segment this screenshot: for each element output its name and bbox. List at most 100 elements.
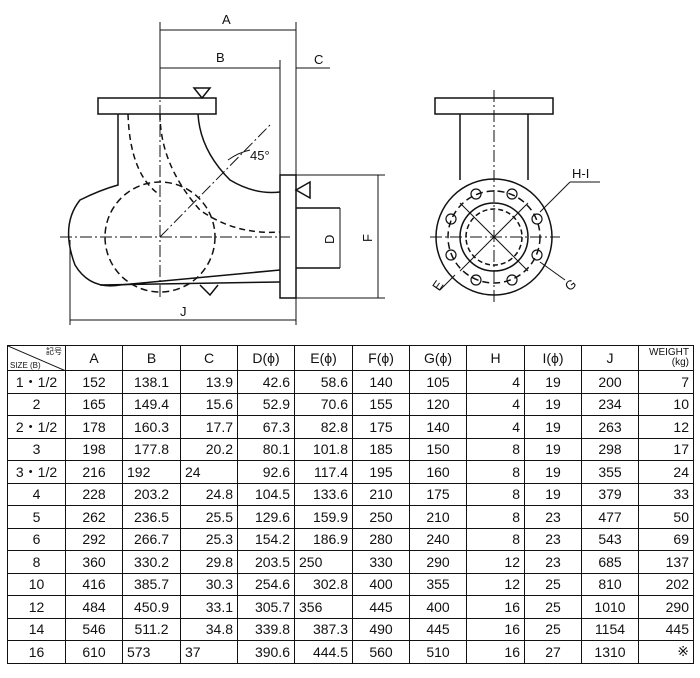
fitting-drawing: A B C 45° D F J H-I E G	[60, 12, 600, 325]
table-cell: 82.8	[294, 415, 353, 439]
table-cell: 25.3	[180, 527, 238, 551]
table-cell: 19	[524, 482, 582, 506]
dim-label-g: G	[562, 276, 579, 294]
table-cell: 280	[352, 527, 410, 551]
size-cell: 6	[7, 527, 66, 551]
size-cell: 8	[7, 550, 66, 574]
table-cell: 19	[524, 370, 582, 394]
table-cell: 52.9	[237, 392, 295, 416]
column-header: C	[180, 345, 238, 371]
dim-label-j: J	[180, 304, 187, 319]
column-header: E(ϕ)	[294, 345, 353, 371]
table-cell: 16	[466, 617, 525, 641]
dim-label-e: E	[429, 277, 446, 293]
table-cell: 140	[352, 370, 410, 394]
size-cell: 2・1/2	[7, 415, 66, 439]
table-cell: 10	[638, 392, 694, 416]
size-cell: 10	[7, 572, 66, 596]
table-cell: 19	[524, 415, 582, 439]
table-cell: 477	[581, 505, 639, 529]
table-cell: ※	[638, 640, 694, 664]
dim-label-c: C	[314, 52, 323, 67]
table-cell: 400	[352, 572, 410, 596]
table-cell: 250	[294, 550, 353, 574]
table-cell: 159.9	[294, 505, 353, 529]
size-cell: 12	[7, 595, 66, 619]
table-cell: 150	[409, 437, 467, 461]
table-cell: 385.7	[122, 572, 181, 596]
table-cell: 484	[65, 595, 123, 619]
table-cell: 400	[409, 595, 467, 619]
table-cell: 15.6	[180, 392, 238, 416]
table-cell: 262	[65, 505, 123, 529]
corner-diagonal	[8, 346, 66, 371]
table-cell: 101.8	[294, 437, 353, 461]
table-cell: 387.3	[294, 617, 353, 641]
size-cell: 4	[7, 482, 66, 506]
table-cell: 210	[409, 505, 467, 529]
size-cell: 2	[7, 392, 66, 416]
table-cell: 137	[638, 550, 694, 574]
column-header: G(ϕ)	[409, 345, 467, 371]
table-cell: 185	[352, 437, 410, 461]
table-cell: 23	[524, 527, 582, 551]
table-cell: 178	[65, 415, 123, 439]
table-cell: 8	[466, 527, 525, 551]
table-cell: 490	[352, 617, 410, 641]
dim-label-d: D	[322, 235, 337, 244]
table-cell: 92.6	[237, 460, 295, 484]
table-cell: 16	[466, 640, 525, 664]
table-cell: 24	[638, 460, 694, 484]
table-cell: 104.5	[237, 482, 295, 506]
size-cell: 16	[7, 640, 66, 664]
table-cell: 254.6	[237, 572, 295, 596]
table-cell: 240	[409, 527, 467, 551]
table-cell: 133.6	[294, 482, 353, 506]
table-cell: 330	[352, 550, 410, 574]
table-cell: 1010	[581, 595, 639, 619]
table-cell: 19	[524, 460, 582, 484]
table-cell: 23	[524, 550, 582, 574]
weight-header-line: WEIGHT	[649, 347, 689, 358]
table-cell: 138.1	[122, 370, 181, 394]
table-cell: 175	[409, 482, 467, 506]
table-cell: 546	[65, 617, 123, 641]
table-cell: 7	[638, 370, 694, 394]
table-cell: 510	[409, 640, 467, 664]
table-cell: 216	[65, 460, 123, 484]
table-cell: 8	[466, 460, 525, 484]
size-cell: 14	[7, 617, 66, 641]
table-cell: 360	[65, 550, 123, 574]
dim-label-f: F	[360, 234, 375, 242]
table-cell: 203.2	[122, 482, 181, 506]
table-cell: 154.2	[237, 527, 295, 551]
table-cell: 203.5	[237, 550, 295, 574]
table-cell: 165	[65, 392, 123, 416]
corner-symbol-label: 記号	[46, 347, 62, 356]
table-cell: 155	[352, 392, 410, 416]
table-cell: 25.5	[180, 505, 238, 529]
table-cell: 445	[352, 595, 410, 619]
dim-label-h-i: H-I	[572, 166, 589, 181]
table-cell: 50	[638, 505, 694, 529]
table-cell: 560	[352, 640, 410, 664]
table-cell: 445	[409, 617, 467, 641]
table-cell: 37	[180, 640, 238, 664]
table-cell: 25	[524, 572, 582, 596]
table-cell: 175	[352, 415, 410, 439]
table-cell: 17	[638, 437, 694, 461]
table-cell: 192	[122, 460, 181, 484]
table-cell: 292	[65, 527, 123, 551]
column-header: D(ϕ)	[237, 345, 295, 371]
table-cell: 302.8	[294, 572, 353, 596]
table-cell: 266.7	[122, 527, 181, 551]
table-cell: 4	[466, 415, 525, 439]
